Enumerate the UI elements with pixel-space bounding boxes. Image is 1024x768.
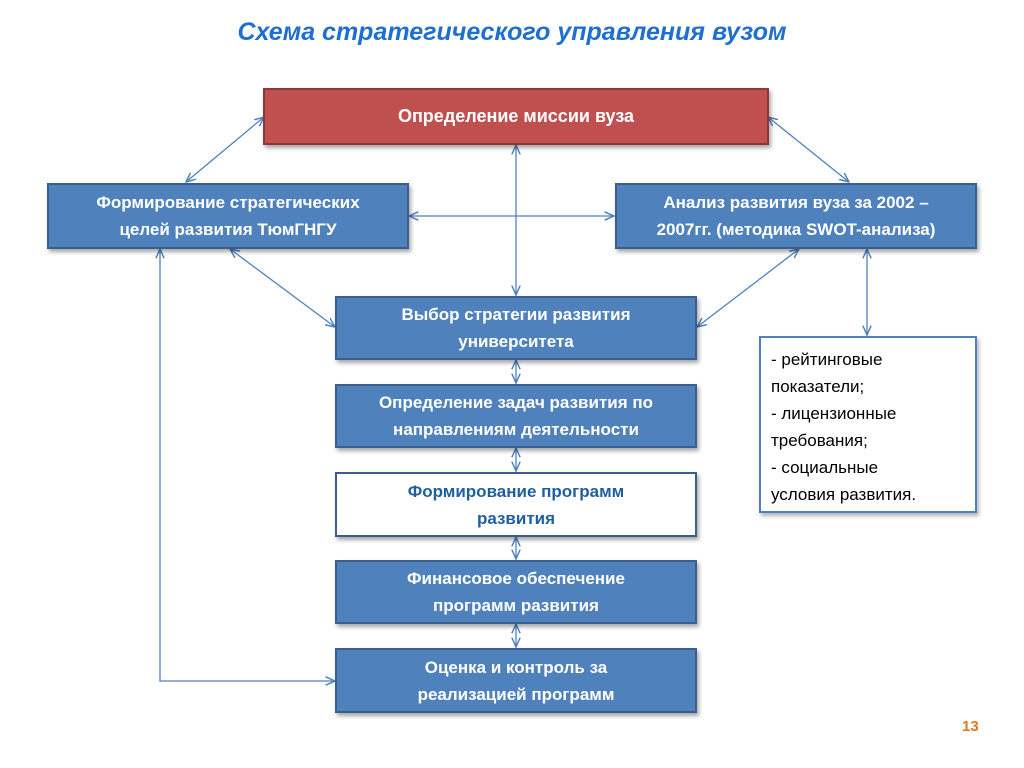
control-label-line2: реализацией программ xyxy=(417,684,615,704)
finance-label-line1: Финансовое обеспечение xyxy=(407,569,625,588)
tasks-box: Определение задач развития по направлени… xyxy=(335,384,697,448)
strategy-box: Выбор стратегии развития университета xyxy=(335,296,697,360)
finance-label-line2: программ развития xyxy=(433,596,599,615)
arrow-mission-analysis xyxy=(768,117,849,182)
tasks-label-line2: направлениям деятельности xyxy=(393,420,639,439)
control-box: Оценка и контроль за реализацией програм… xyxy=(335,648,697,713)
programs-box: Формирование программ развития xyxy=(335,472,697,537)
note-line: требования; xyxy=(771,431,868,450)
note-line: показатели; xyxy=(771,377,865,396)
arrow-mission-goals xyxy=(186,117,264,182)
note-line: - рейтинговые xyxy=(771,350,883,369)
programs-label-line1: Формирование программ xyxy=(407,481,625,501)
note-line: - социальные xyxy=(771,458,879,477)
arrow-control-goals xyxy=(160,249,335,681)
arrow-analysis-strategy xyxy=(697,249,799,327)
finance-box: Финансовое обеспечение программ развития xyxy=(335,560,697,624)
tasks-label-line1: Определение задач развития по xyxy=(378,393,654,412)
strategy-label-line2: университета xyxy=(458,332,574,351)
goals-label-line2: целей развития ТюмГНГУ xyxy=(119,220,337,239)
analysis-label-line1: Анализ развития вуза за 2002 – xyxy=(663,193,929,212)
goals-box: Формирование стратегических целей развит… xyxy=(47,183,409,249)
mission-label: Определение миссии вуза xyxy=(397,106,635,126)
programs-label-line2: развития xyxy=(476,508,556,528)
mission-box: Определение миссии вуза xyxy=(263,88,769,145)
note-line: условия развития. xyxy=(771,485,917,504)
page-number: 13 xyxy=(962,718,979,735)
note-line: - лицензионные xyxy=(771,404,897,423)
arrow-goals-strategy xyxy=(230,249,335,327)
indicators-notes-box: - рейтинговые показатели; - лицензионные… xyxy=(759,336,977,513)
goals-label-line1: Формирование стратегических xyxy=(96,193,360,212)
page-title: Схема стратегического управления вузом xyxy=(237,18,787,46)
control-label-line1: Оценка и контроль за xyxy=(424,657,608,677)
analysis-label-line2: 2007гг. (методика SWOT-анализа) xyxy=(656,220,936,239)
analysis-box: Анализ развития вуза за 2002 – 2007гг. (… xyxy=(615,183,977,249)
strategy-label-line1: Выбор стратегии развития xyxy=(401,305,631,324)
